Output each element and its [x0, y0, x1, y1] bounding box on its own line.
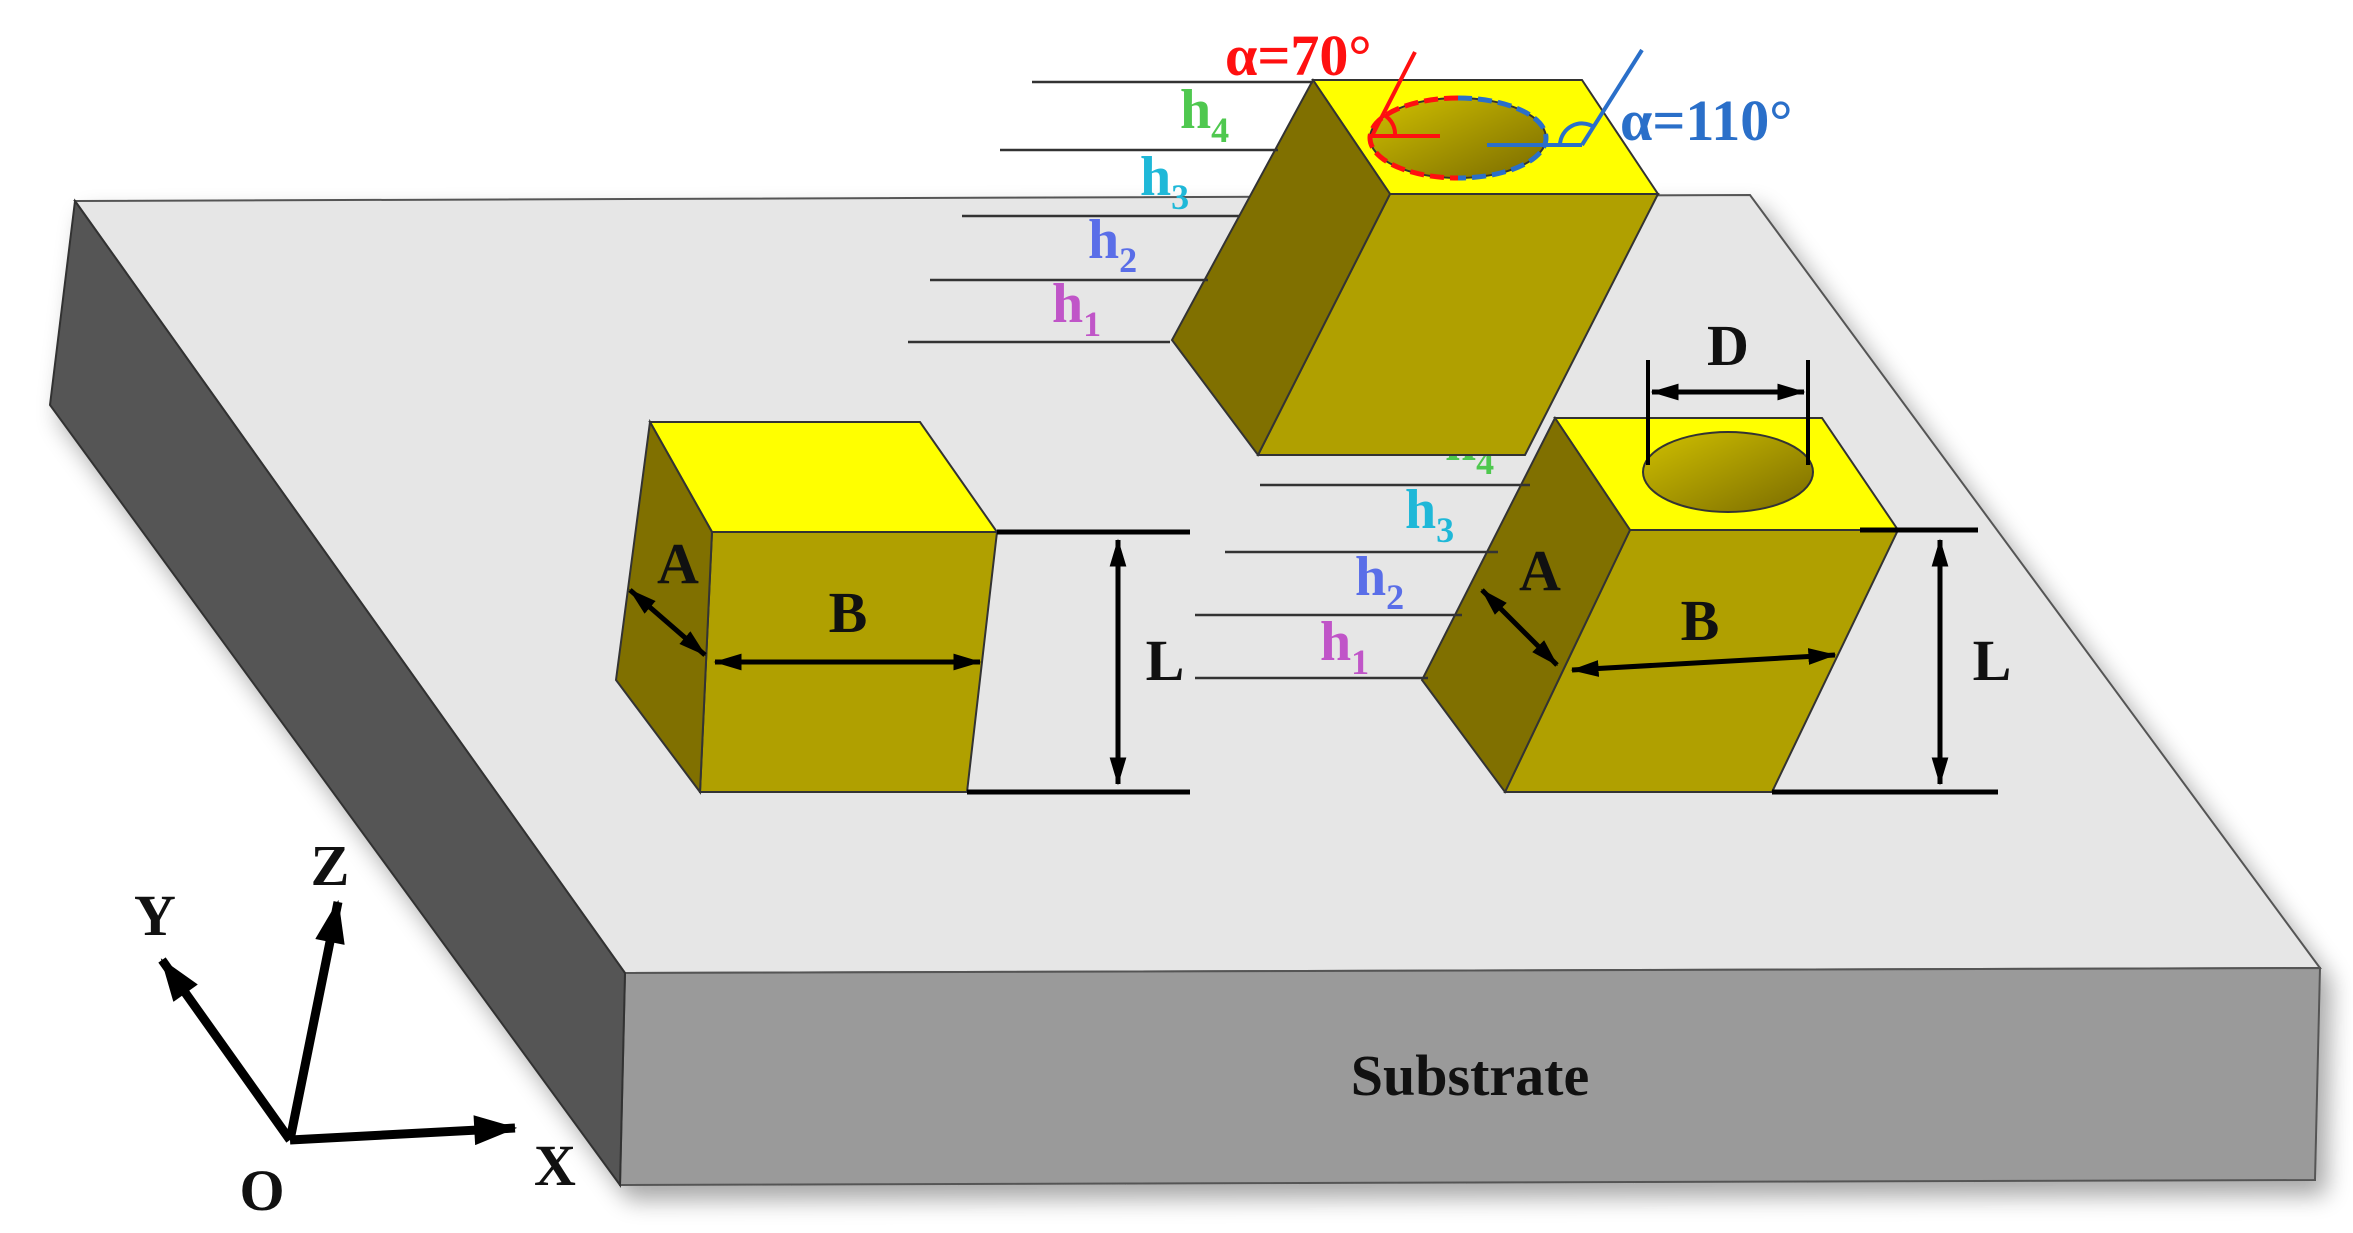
- axis-x-label: X: [534, 1133, 576, 1198]
- left-block: [614, 418, 999, 795]
- right-block-hole: [1642, 431, 1814, 513]
- substrate-label: Substrate: [1351, 1043, 1589, 1108]
- axis-z-label: Z: [311, 833, 350, 898]
- top-block: [1170, 78, 1660, 457]
- top-h3-label: h3: [1140, 146, 1189, 217]
- top-h4-label: h4: [1180, 79, 1229, 150]
- left-dim-a-arrow: [628, 588, 707, 657]
- alpha-70-label: α=70°: [1225, 23, 1372, 88]
- left-label-a: A: [657, 531, 699, 596]
- axis-y-label: Y: [134, 883, 176, 948]
- y-axis-arrow: [158, 957, 294, 1143]
- right-label-l: L: [1973, 628, 2012, 693]
- alpha-110-label: α=110°: [1620, 88, 1792, 153]
- right-dim-a-arrow: [1480, 588, 1559, 667]
- top-height-lines: [908, 80, 1313, 344]
- alpha-110-marker: [1487, 48, 1644, 147]
- top-hole-blue-arc: [1457, 95, 1549, 181]
- top-block-side: [1170, 78, 1392, 457]
- substrate-side-face: [48, 198, 627, 1188]
- right-label-d: D: [1707, 313, 1749, 378]
- x-axis-arrow: [289, 1115, 518, 1146]
- axis-origin-label: O: [239, 1158, 284, 1223]
- left-label-l: L: [1146, 628, 1185, 693]
- z-axis-arrow: [285, 899, 345, 1141]
- top-hole-red-arc: [1367, 95, 1459, 181]
- right-label-b: B: [1681, 588, 1720, 653]
- left-label-b: B: [829, 580, 868, 645]
- right-label-a: A: [1519, 538, 1561, 603]
- right-height-lines: [1195, 483, 1530, 680]
- alpha-70-marker: [1370, 51, 1440, 138]
- coordinate-axes: [158, 899, 518, 1146]
- right-dim-b-arrow: [1570, 648, 1837, 677]
